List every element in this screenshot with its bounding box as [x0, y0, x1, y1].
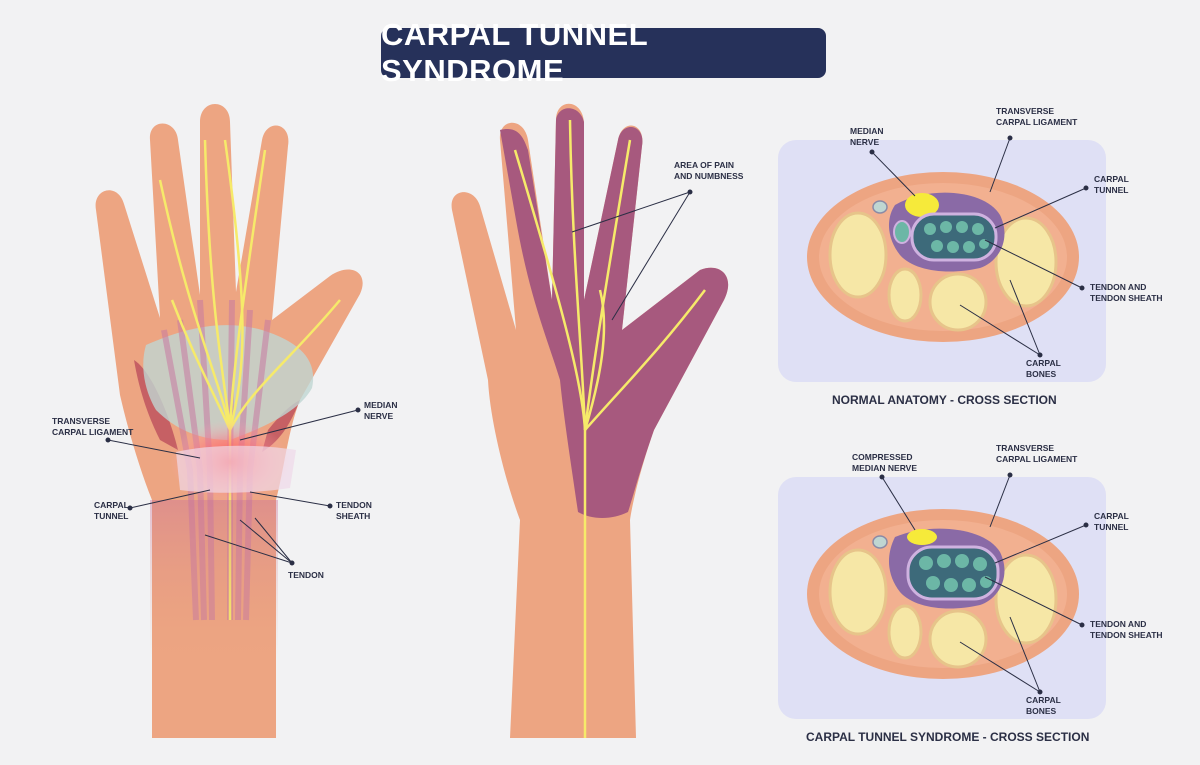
label-tendon: TENDON	[288, 570, 324, 580]
label-normal-transverse-ligament: TRANSVERSE CARPAL LIGAMENT	[996, 106, 1078, 127]
label-syndrome-transverse-ligament: TRANSVERSE CARPAL LIGAMENT	[996, 443, 1078, 464]
bone-left	[828, 211, 888, 299]
label-tendon-sheath: TENDON SHEATH	[336, 500, 372, 521]
middle-hand-illustration	[451, 103, 729, 739]
label-syndrome-carpal-bones: CARPAL BONES	[1026, 695, 1061, 716]
bone-right	[994, 216, 1058, 308]
label-transverse-carpal-ligament: TRANSVERSE CARPAL LIGAMENT	[52, 416, 134, 437]
label-area-of-pain: AREA OF PAIN AND NUMBNESS	[674, 160, 744, 181]
left-hand-leaders	[105, 407, 361, 566]
label-compressed-median-nerve: COMPRESSED MEDIAN NERVE	[852, 452, 918, 473]
caption-normal: NORMAL ANATOMY - CROSS SECTION	[832, 393, 1057, 407]
label-normal-median-nerve: MEDIAN NERVE	[850, 126, 884, 147]
label-carpal-tunnel: CARPAL TUNNEL	[94, 500, 129, 521]
middle-hand-leaders	[571, 189, 693, 321]
left-hand-illustration	[95, 104, 363, 738]
numbness-area	[500, 108, 729, 519]
caption-syndrome: CARPAL TUNNEL SYNDROME - CROSS SECTION	[806, 730, 1090, 744]
bone-bottom-left	[887, 267, 923, 323]
label-syndrome-tendon-sheath: TENDON AND TENDON SHEATH	[1090, 619, 1163, 640]
cross-section-normal	[778, 135, 1106, 382]
label-syndrome-carpal-tunnel: CARPAL TUNNEL	[1094, 511, 1129, 532]
label-median-nerve: MEDIAN NERVE	[364, 400, 398, 421]
transverse-carpal-ligament	[176, 445, 296, 493]
label-normal-carpal-bones: CARPAL BONES	[1026, 358, 1061, 379]
median-nerve-compressed	[907, 529, 937, 545]
label-normal-tendon-sheath: TENDON AND TENDON SHEATH	[1090, 282, 1163, 303]
median-nerve-normal	[905, 193, 939, 217]
bone-bottom-center	[928, 272, 988, 332]
label-normal-carpal-tunnel: CARPAL TUNNEL	[1094, 174, 1129, 195]
cross-section-syndrome	[778, 472, 1106, 719]
